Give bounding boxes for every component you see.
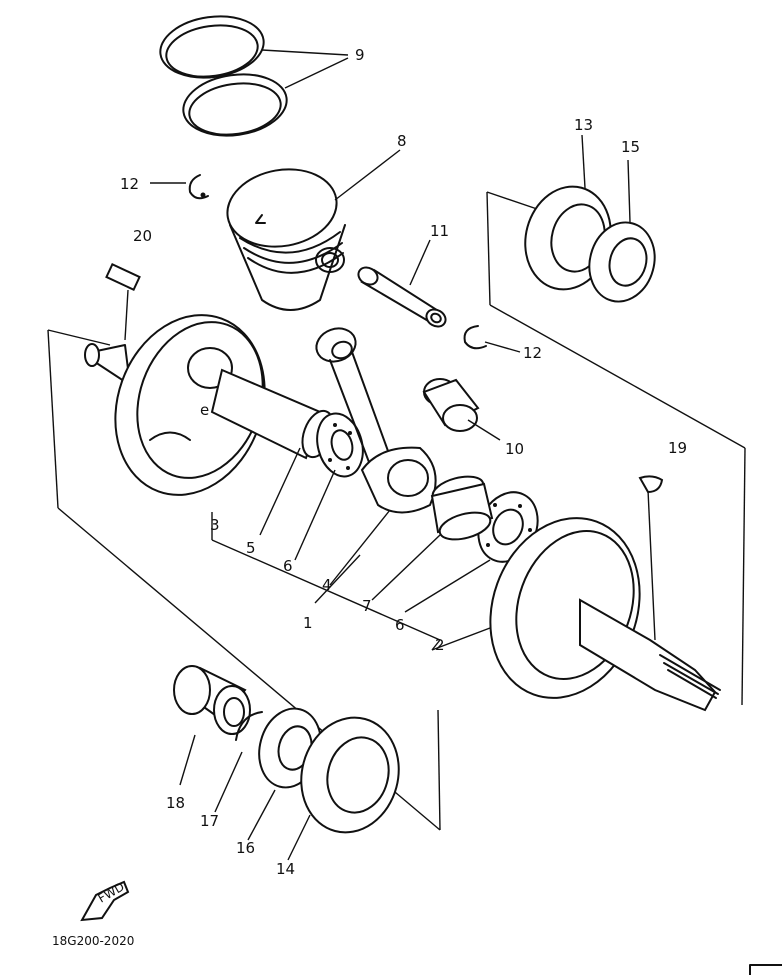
circlip-top bbox=[150, 174, 209, 200]
callout-16: 16 bbox=[236, 839, 255, 857]
circlip-bottom bbox=[463, 325, 521, 353]
right-assembly-frame bbox=[486, 191, 746, 706]
callout-12-top: 12 bbox=[120, 175, 139, 193]
callout-11: 11 bbox=[430, 222, 449, 240]
callout-3: 3 bbox=[210, 516, 220, 534]
svg-text:e: e bbox=[200, 401, 209, 419]
callout-14: 14 bbox=[276, 860, 295, 878]
callout-15: 15 bbox=[621, 138, 640, 156]
callout-6-right: 6 bbox=[395, 616, 405, 634]
small-end-bearing bbox=[422, 378, 501, 441]
oil-seal-15 bbox=[588, 159, 656, 303]
connecting-rod bbox=[315, 327, 437, 514]
callout-8: 8 bbox=[397, 132, 407, 150]
crank-pin-20 bbox=[105, 262, 141, 341]
callout-6-left: 6 bbox=[283, 557, 293, 575]
callout-7: 7 bbox=[362, 597, 372, 615]
right-crank-half bbox=[489, 489, 721, 712]
leader-lines bbox=[211, 447, 491, 651]
callout-1: 1 bbox=[303, 614, 313, 632]
piston-pin bbox=[357, 239, 447, 328]
piston bbox=[226, 149, 401, 311]
circlip-17 bbox=[214, 711, 263, 813]
left-crank-half: e bbox=[84, 314, 266, 496]
callout-17: 17 bbox=[200, 812, 219, 830]
big-end-bearing bbox=[430, 475, 494, 541]
callout-13: 13 bbox=[574, 116, 593, 134]
bush-18 bbox=[173, 665, 251, 786]
woodruff-key bbox=[638, 475, 664, 494]
callout-19: 19 bbox=[668, 439, 687, 457]
callout-10: 10 bbox=[505, 440, 524, 458]
callout-2: 2 bbox=[435, 636, 445, 654]
bearing-14 bbox=[287, 716, 400, 861]
diagram-code: 18G200-2020 bbox=[52, 934, 134, 948]
corner-mark bbox=[749, 964, 782, 975]
piston-rings bbox=[159, 15, 349, 137]
callout-4: 4 bbox=[322, 576, 332, 594]
callout-20: 20 bbox=[133, 227, 152, 245]
fwd-arrow-icon: FWD bbox=[80, 879, 130, 922]
callout-18: 18 bbox=[166, 794, 185, 812]
callout-5: 5 bbox=[246, 539, 256, 557]
callout-9: 9 bbox=[355, 46, 365, 64]
callout-12-bottom: 12 bbox=[523, 344, 542, 362]
